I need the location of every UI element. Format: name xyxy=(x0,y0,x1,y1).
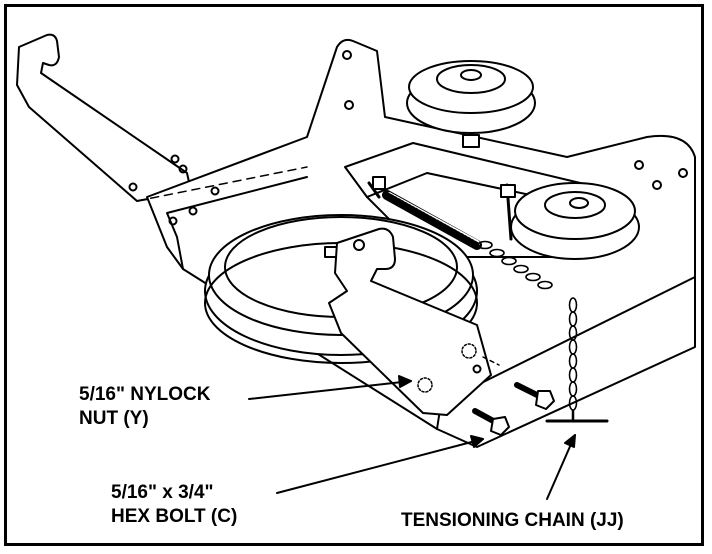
hex-bolt-label-line2: HEX BOLT (C) xyxy=(111,506,238,527)
right-pulley xyxy=(500,182,640,260)
mower-deck-illustration xyxy=(16,33,696,500)
tensioning-chain-label-line1: TENSIONING CHAIN (JJ) xyxy=(401,510,624,531)
front-bracket xyxy=(328,227,500,416)
tensioning-chain xyxy=(545,297,609,423)
hex-bolt-label-line1: 5/16" x 3/4" xyxy=(111,482,214,503)
chain-upper xyxy=(477,240,553,290)
left-bracket xyxy=(16,33,192,202)
leader-arrows xyxy=(248,375,576,500)
diagram-frame: 5/16" NYLOCK NUT (Y) 5/16" x 3/4" HEX BO… xyxy=(4,4,704,546)
tension-spring xyxy=(367,176,482,250)
nylock-nut-label: 5/16" NYLOCK NUT (Y) xyxy=(79,383,211,431)
nylock-nut-label-line1: 5/16" NYLOCK xyxy=(79,384,211,405)
tensioning-chain-label: TENSIONING CHAIN (JJ) xyxy=(401,509,624,533)
hex-bolt-upper xyxy=(514,382,555,410)
hex-bolt-lower xyxy=(472,408,510,436)
hex-bolt-label: 5/16" x 3/4" HEX BOLT (C) xyxy=(111,481,237,529)
nylock-nut-label-line2: NUT (Y) xyxy=(79,408,149,429)
upper-pulley xyxy=(406,60,536,148)
